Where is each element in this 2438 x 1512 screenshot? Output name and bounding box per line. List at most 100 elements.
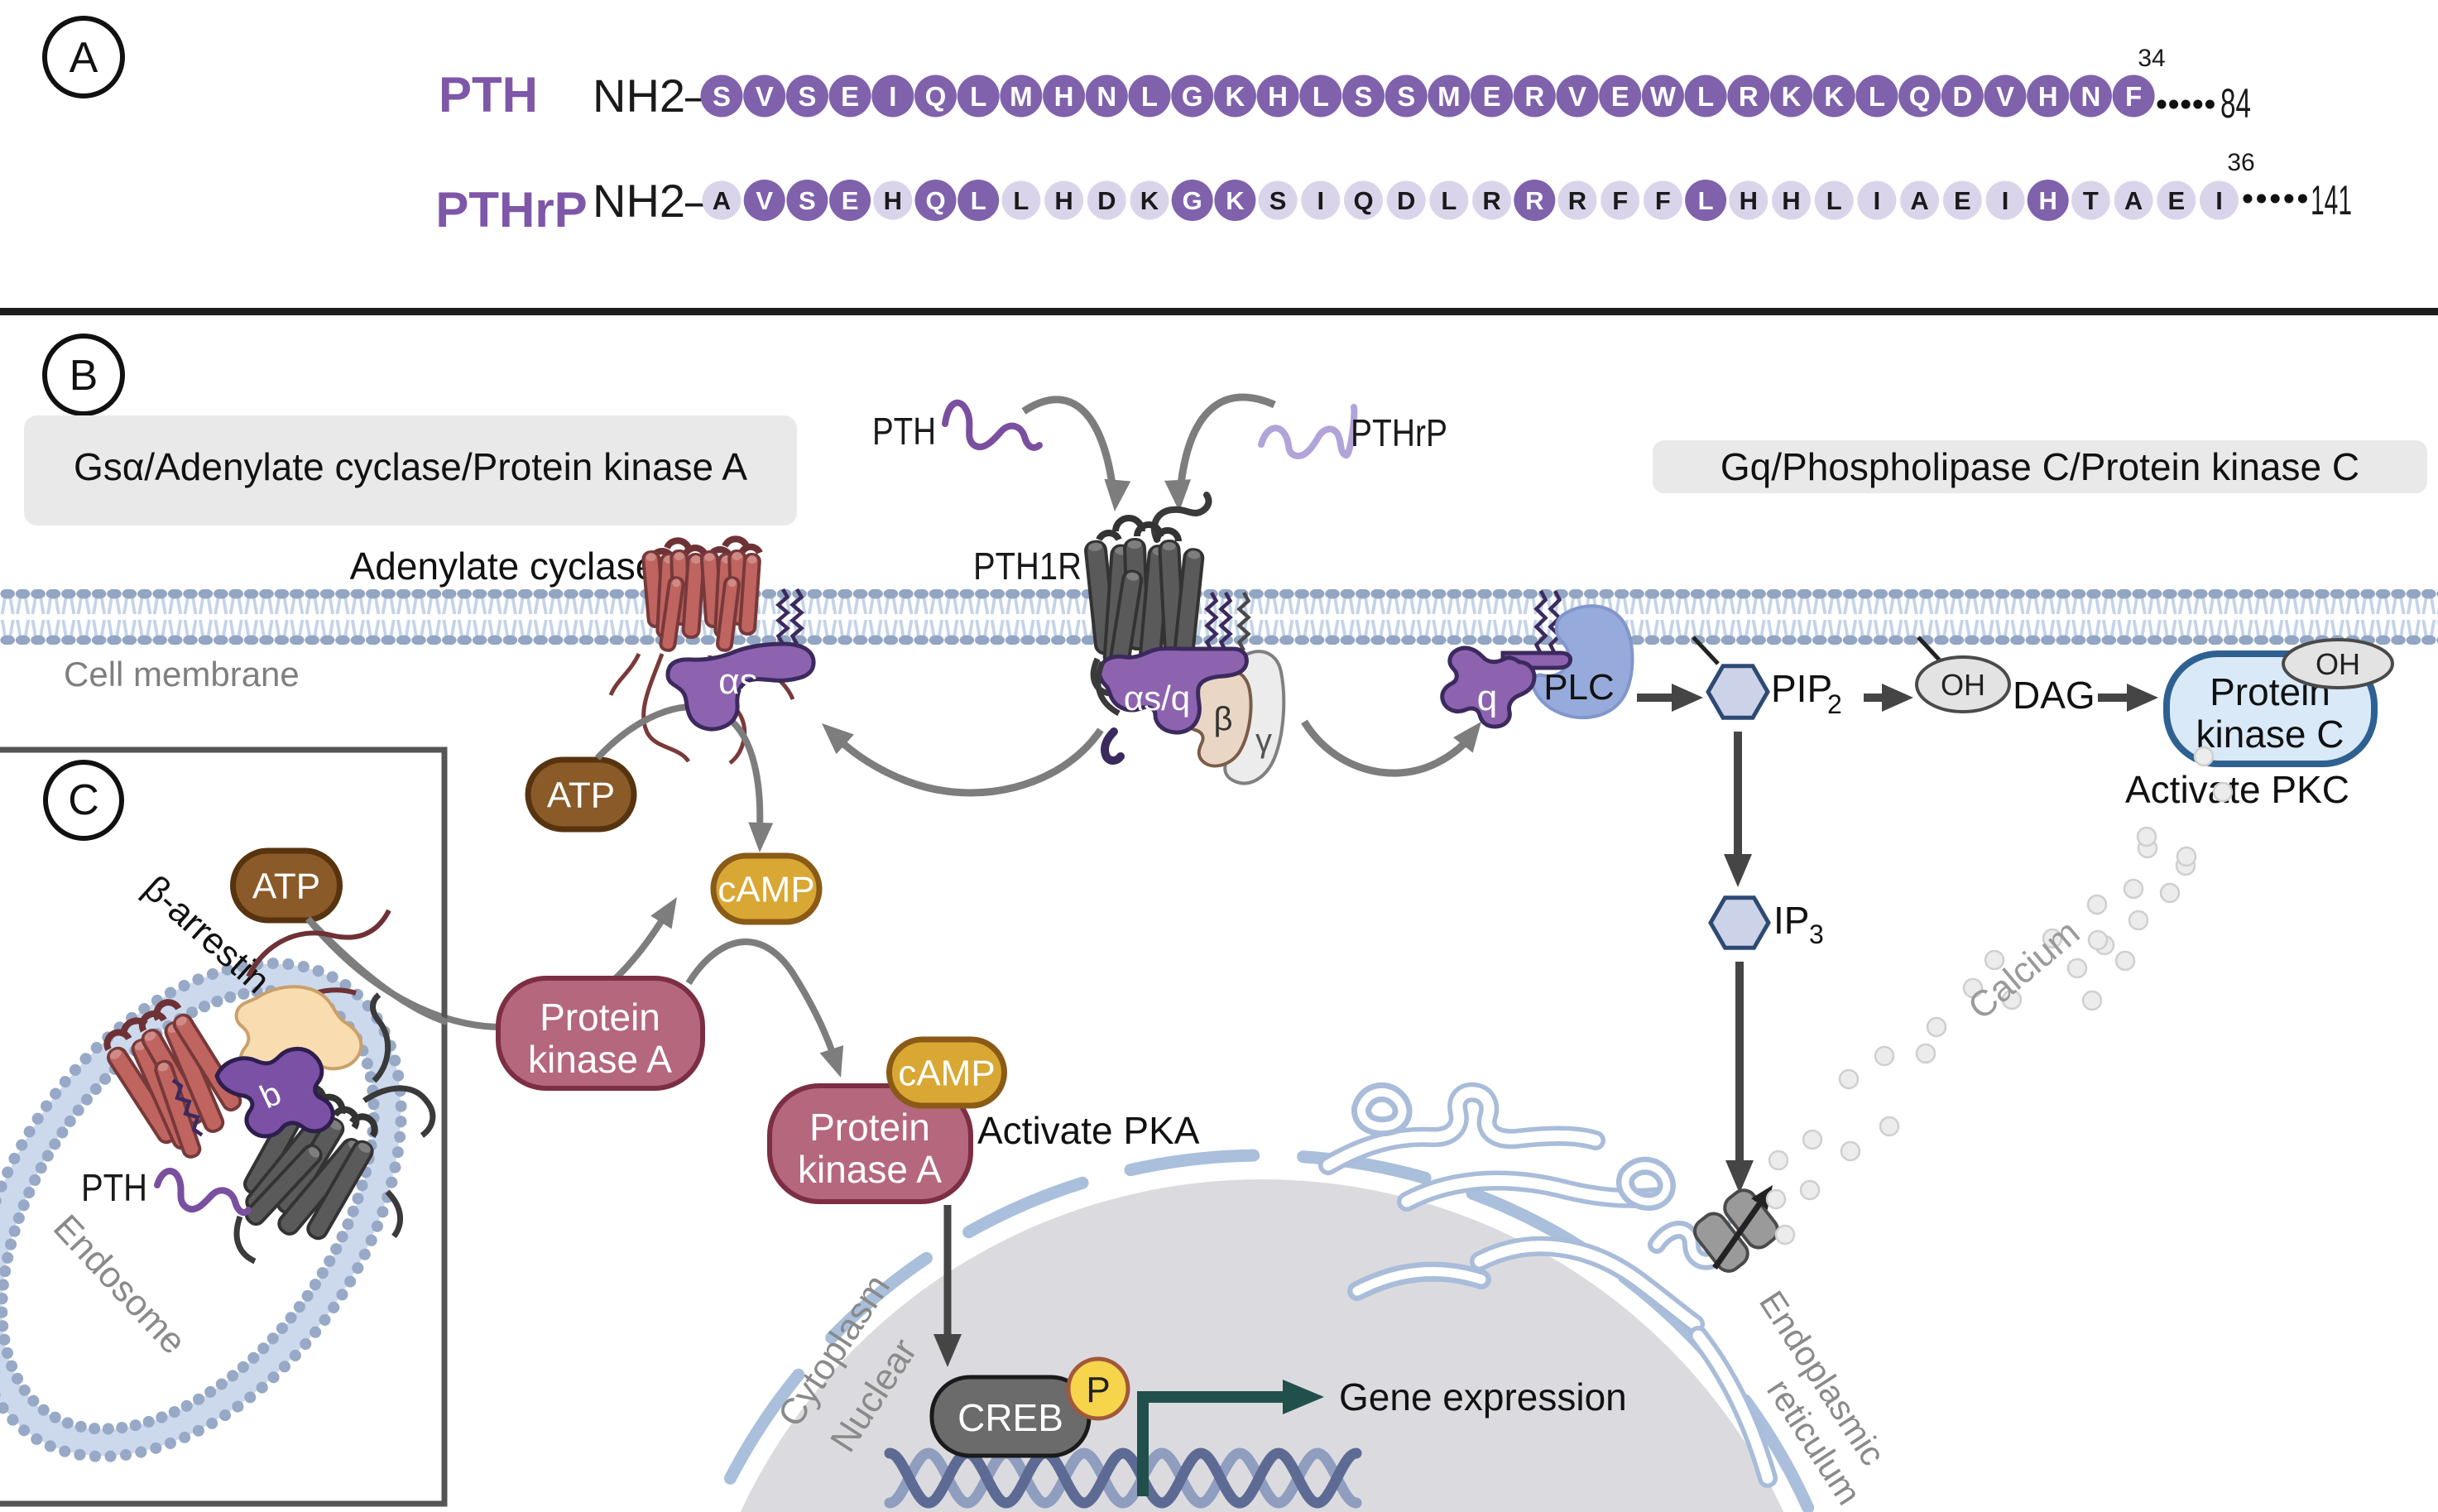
svg-text:ATP: ATP xyxy=(252,866,320,906)
svg-text:K: K xyxy=(1226,186,1245,215)
svg-text:kinase A: kinase A xyxy=(528,1038,672,1081)
svg-text:S: S xyxy=(1354,81,1372,112)
svg-text:CREB: CREB xyxy=(957,1396,1063,1439)
svg-text:Adenylate cyclase: Adenylate cyclase xyxy=(350,545,657,588)
svg-text:E: E xyxy=(842,186,859,215)
svg-text:I: I xyxy=(1874,186,1881,215)
svg-text:H: H xyxy=(884,186,902,215)
svg-text:R: R xyxy=(1524,81,1544,112)
svg-text:P: P xyxy=(1086,1370,1110,1410)
svg-text:E: E xyxy=(2167,186,2185,215)
svg-text:IP: IP xyxy=(1773,899,1809,942)
svg-text:L: L xyxy=(1441,186,1457,215)
svg-text:H: H xyxy=(2038,81,2058,112)
svg-text:H: H xyxy=(1268,81,1288,112)
svg-text:A: A xyxy=(2124,186,2143,215)
svg-text:PTH: PTH xyxy=(439,67,538,122)
svg-text:PTH: PTH xyxy=(81,1166,147,1209)
svg-text:I: I xyxy=(2002,186,2009,215)
svg-text:Cell membrane: Cell membrane xyxy=(64,655,300,694)
svg-text:cAMP: cAMP xyxy=(717,869,814,910)
svg-text:V: V xyxy=(1996,81,2014,112)
svg-text:kinase A: kinase A xyxy=(798,1148,942,1191)
svg-text:A: A xyxy=(1910,186,1928,215)
svg-text:Protein: Protein xyxy=(809,1106,930,1149)
svg-text:D: D xyxy=(1397,186,1415,215)
svg-text:G: G xyxy=(1183,186,1202,215)
svg-text:E: E xyxy=(1611,81,1629,112)
svg-text:S: S xyxy=(798,81,816,112)
svg-text:Protein: Protein xyxy=(540,996,660,1039)
svg-text:Gq/Phospholipase C/Protein kin: Gq/Phospholipase C/Protein kinase C xyxy=(1721,445,2359,488)
svg-text:D: D xyxy=(1097,186,1116,215)
svg-text:ATP: ATP xyxy=(547,775,615,815)
svg-text:R: R xyxy=(1525,186,1543,215)
svg-text:OH: OH xyxy=(1941,668,1985,702)
svg-text:αs: αs xyxy=(718,661,757,702)
svg-text:M: M xyxy=(1437,81,1461,112)
svg-text:L: L xyxy=(1313,81,1329,112)
svg-text:F: F xyxy=(2125,81,2142,112)
svg-text:L: L xyxy=(970,81,986,112)
svg-text:G: G xyxy=(1182,81,1203,112)
svg-text:PTH1R: PTH1R xyxy=(973,545,1082,588)
svg-text:q: q xyxy=(1477,678,1497,718)
svg-text:PLC: PLC xyxy=(1543,667,1615,708)
svg-text:T: T xyxy=(2083,186,2099,215)
svg-text:I: I xyxy=(1317,186,1324,215)
svg-text:H: H xyxy=(1782,186,1800,215)
svg-text:kinase C: kinase C xyxy=(2196,713,2344,756)
svg-text:F: F xyxy=(1612,186,1628,215)
svg-text:V: V xyxy=(756,81,774,112)
svg-text:N: N xyxy=(2080,81,2100,112)
svg-text:K: K xyxy=(1782,81,1802,112)
svg-text:Gene expression: Gene expression xyxy=(1339,1375,1627,1418)
svg-text:DAG: DAG xyxy=(2013,674,2095,717)
svg-text:γ: γ xyxy=(1255,722,1272,759)
svg-text:cAMP: cAMP xyxy=(898,1053,995,1093)
svg-text:K: K xyxy=(1140,186,1159,215)
svg-text:H: H xyxy=(2039,186,2057,215)
svg-text:84: 84 xyxy=(2220,80,2251,127)
svg-text:NH2–: NH2– xyxy=(593,175,712,227)
svg-text:L: L xyxy=(1826,186,1842,215)
svg-text:Q: Q xyxy=(925,186,945,215)
svg-text:2: 2 xyxy=(1827,689,1842,719)
svg-text:PTHrP: PTHrP xyxy=(435,182,587,238)
svg-text:34: 34 xyxy=(2138,45,2165,72)
svg-text:N: N xyxy=(1097,81,1116,112)
svg-text:V: V xyxy=(1568,81,1586,112)
svg-text:Gsα/Adenylate cyclase/Protein: Gsα/Adenylate cyclase/Protein kinase A xyxy=(74,445,747,488)
svg-text:Activate PKC: Activate PKC xyxy=(2125,768,2349,811)
svg-text:PTHrP: PTHrP xyxy=(1351,411,1447,454)
svg-text:36: 36 xyxy=(2227,149,2254,176)
svg-text:V: V xyxy=(756,186,773,215)
svg-text:Q: Q xyxy=(925,81,947,112)
svg-text:L: L xyxy=(1013,186,1029,215)
svg-text:141: 141 xyxy=(2311,177,2352,223)
svg-text:PIP: PIP xyxy=(1771,667,1832,710)
svg-text:E: E xyxy=(1483,81,1501,112)
svg-text:E: E xyxy=(1954,186,1971,215)
svg-text:NH2–: NH2– xyxy=(593,70,712,122)
svg-text:PTH: PTH xyxy=(872,410,936,453)
svg-text:R: R xyxy=(1568,186,1586,215)
svg-text:Q: Q xyxy=(1909,81,1931,112)
svg-text:F: F xyxy=(1655,186,1671,215)
svg-text:αs/q: αs/q xyxy=(1124,679,1190,718)
svg-text:A: A xyxy=(70,34,98,82)
svg-text:H: H xyxy=(1054,81,1074,112)
svg-text:L: L xyxy=(1869,81,1885,112)
svg-text:R: R xyxy=(1482,186,1500,215)
svg-text:OH: OH xyxy=(2316,647,2360,681)
svg-text:R: R xyxy=(1739,81,1759,112)
svg-text:H: H xyxy=(1740,186,1758,215)
svg-text:L: L xyxy=(1697,81,1714,112)
svg-text:C: C xyxy=(68,776,99,824)
svg-text:Q: Q xyxy=(1353,186,1373,215)
svg-text:3: 3 xyxy=(1809,919,1824,949)
svg-text:β: β xyxy=(1213,701,1232,737)
svg-text:S: S xyxy=(799,186,816,215)
svg-text:E: E xyxy=(841,81,859,112)
svg-text:M: M xyxy=(1010,81,1033,112)
